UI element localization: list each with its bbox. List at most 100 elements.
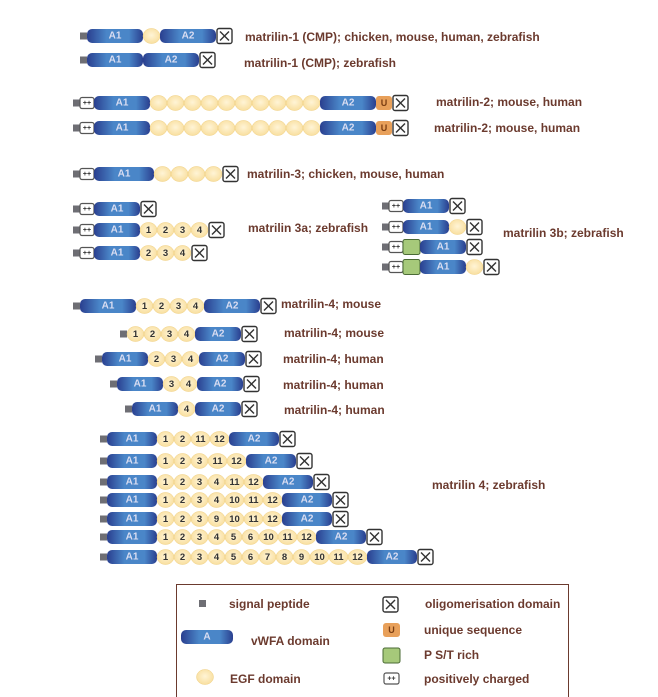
vwfa-domain: [420, 240, 466, 254]
oligomerisation-cross: [263, 301, 274, 311]
vwfa-label: A1: [126, 477, 139, 488]
egf-number: 3: [169, 379, 174, 390]
egf-number: 10: [314, 552, 325, 563]
egf-domain: [183, 95, 202, 111]
signal-peptide: [73, 170, 80, 178]
oligomerisation-cross: [299, 456, 310, 466]
egf-domain: [183, 120, 202, 136]
egf-number: 3: [197, 495, 202, 506]
vwfa-label: A2: [165, 55, 178, 66]
legend-pst-symbol: [382, 647, 401, 664]
egf-number: 1: [163, 532, 169, 543]
vwfa-label: A1: [102, 301, 115, 312]
signal-peptide: [110, 380, 117, 388]
egf-domain: [204, 166, 223, 182]
vwfa-label: A1: [126, 514, 139, 525]
signal-peptide: [100, 496, 107, 504]
oligomerisation-cross: [486, 262, 497, 272]
vwfa-label: A2: [226, 301, 239, 312]
vwfa-label: A2: [301, 514, 314, 525]
vwfa-label: A1: [437, 262, 450, 273]
legend-positive-symbol: [383, 672, 400, 685]
legend-oligomerisation-text: oligomerisation domain: [425, 597, 561, 611]
signal-peptide: [95, 355, 102, 363]
oligomerisation-cross: [219, 31, 230, 41]
vwfa-label: A1: [437, 242, 450, 253]
vwfa-label: A1: [109, 31, 122, 42]
egf-number: 8: [282, 552, 287, 563]
row-label: matrilin 3b; zebrafish: [503, 226, 624, 240]
oligomerisation-cross: [244, 404, 255, 414]
egf-number: 11: [282, 532, 293, 543]
egf-number: 9: [299, 552, 304, 563]
vwfa-label: A2: [301, 495, 314, 506]
vwfa-domain: [94, 167, 154, 181]
legend-vwfa-symbol: [181, 630, 233, 644]
legend-vwfa-letter: A: [203, 632, 210, 643]
egf-number: 9: [214, 514, 219, 525]
signal-peptide: [382, 223, 389, 231]
egf-number: 4: [186, 379, 192, 390]
signal-peptide: [100, 435, 107, 443]
vwfa-domain: [87, 29, 143, 43]
oligomerisation-cross: [469, 222, 480, 232]
egf-number: 4: [180, 248, 186, 259]
vwfa-domain: [246, 454, 296, 468]
vwfa-label: A1: [126, 532, 139, 543]
positive-charge-text: ++: [392, 203, 400, 210]
vwfa-domain: [229, 432, 279, 446]
vwfa-label: A1: [111, 204, 124, 215]
egf-domain: [217, 120, 236, 136]
egf-number: 1: [146, 225, 152, 236]
oligomerisation-cross: [316, 477, 327, 487]
egf-number: 6: [248, 552, 253, 563]
egf-domain: [153, 166, 172, 182]
vwfa-domain: [107, 512, 157, 526]
vwfa-domain: [316, 530, 366, 544]
oligomerisation-cross: [335, 514, 346, 524]
egf-number: 12: [267, 514, 278, 525]
egf-number: 2: [180, 514, 185, 525]
row-label: matrilin-1 (CMP); zebrafish: [244, 56, 397, 70]
positive-charge-text: ++: [392, 224, 400, 231]
egf-number: 1: [163, 456, 169, 467]
positive-charge-text: ++: [83, 100, 91, 107]
vwfa-label: A1: [118, 169, 131, 180]
egf-number: 3: [197, 456, 202, 467]
vwfa-domain: [94, 202, 140, 216]
oligomerisation-cross: [395, 123, 406, 133]
vwfa-domain: [403, 220, 449, 234]
vwfa-domain: [94, 96, 150, 110]
egf-number: 3: [163, 248, 168, 259]
egf-number: 1: [142, 301, 148, 312]
vwfa-label: A2: [342, 123, 355, 134]
egf-number: 11: [212, 456, 223, 467]
vwfa-domain: [282, 493, 332, 507]
vwfa-label: A2: [265, 456, 278, 467]
egf-number: 12: [352, 552, 363, 563]
vwfa-label: A1: [149, 404, 162, 415]
egf-domain: [217, 95, 236, 111]
signal-peptide: [100, 478, 107, 486]
egf-domain: [200, 95, 219, 111]
egf-number: 11: [333, 552, 344, 563]
vwfa-domain: [102, 352, 148, 366]
egf-domain: [234, 120, 253, 136]
vwfa-domain: [197, 377, 243, 391]
signal-peptide: [382, 243, 389, 251]
egf-number: 4: [214, 495, 220, 506]
positive-charge-text: ++: [83, 125, 91, 132]
legend-unique-symbol: [383, 623, 400, 637]
egf-number: 11: [248, 495, 259, 506]
signal-peptide: [80, 56, 87, 64]
egf-number: 12: [231, 456, 242, 467]
vwfa-domain: [367, 550, 417, 564]
signal-peptide: [120, 330, 127, 338]
egf-number: 1: [163, 552, 169, 563]
vwfa-domain: [132, 402, 178, 416]
egf-number: 5: [231, 532, 237, 543]
egf-domain: [173, 245, 192, 261]
egf-number: 2: [150, 329, 155, 340]
legend-unique-letter: U: [388, 625, 395, 635]
oligomerisation-cross: [202, 55, 213, 65]
